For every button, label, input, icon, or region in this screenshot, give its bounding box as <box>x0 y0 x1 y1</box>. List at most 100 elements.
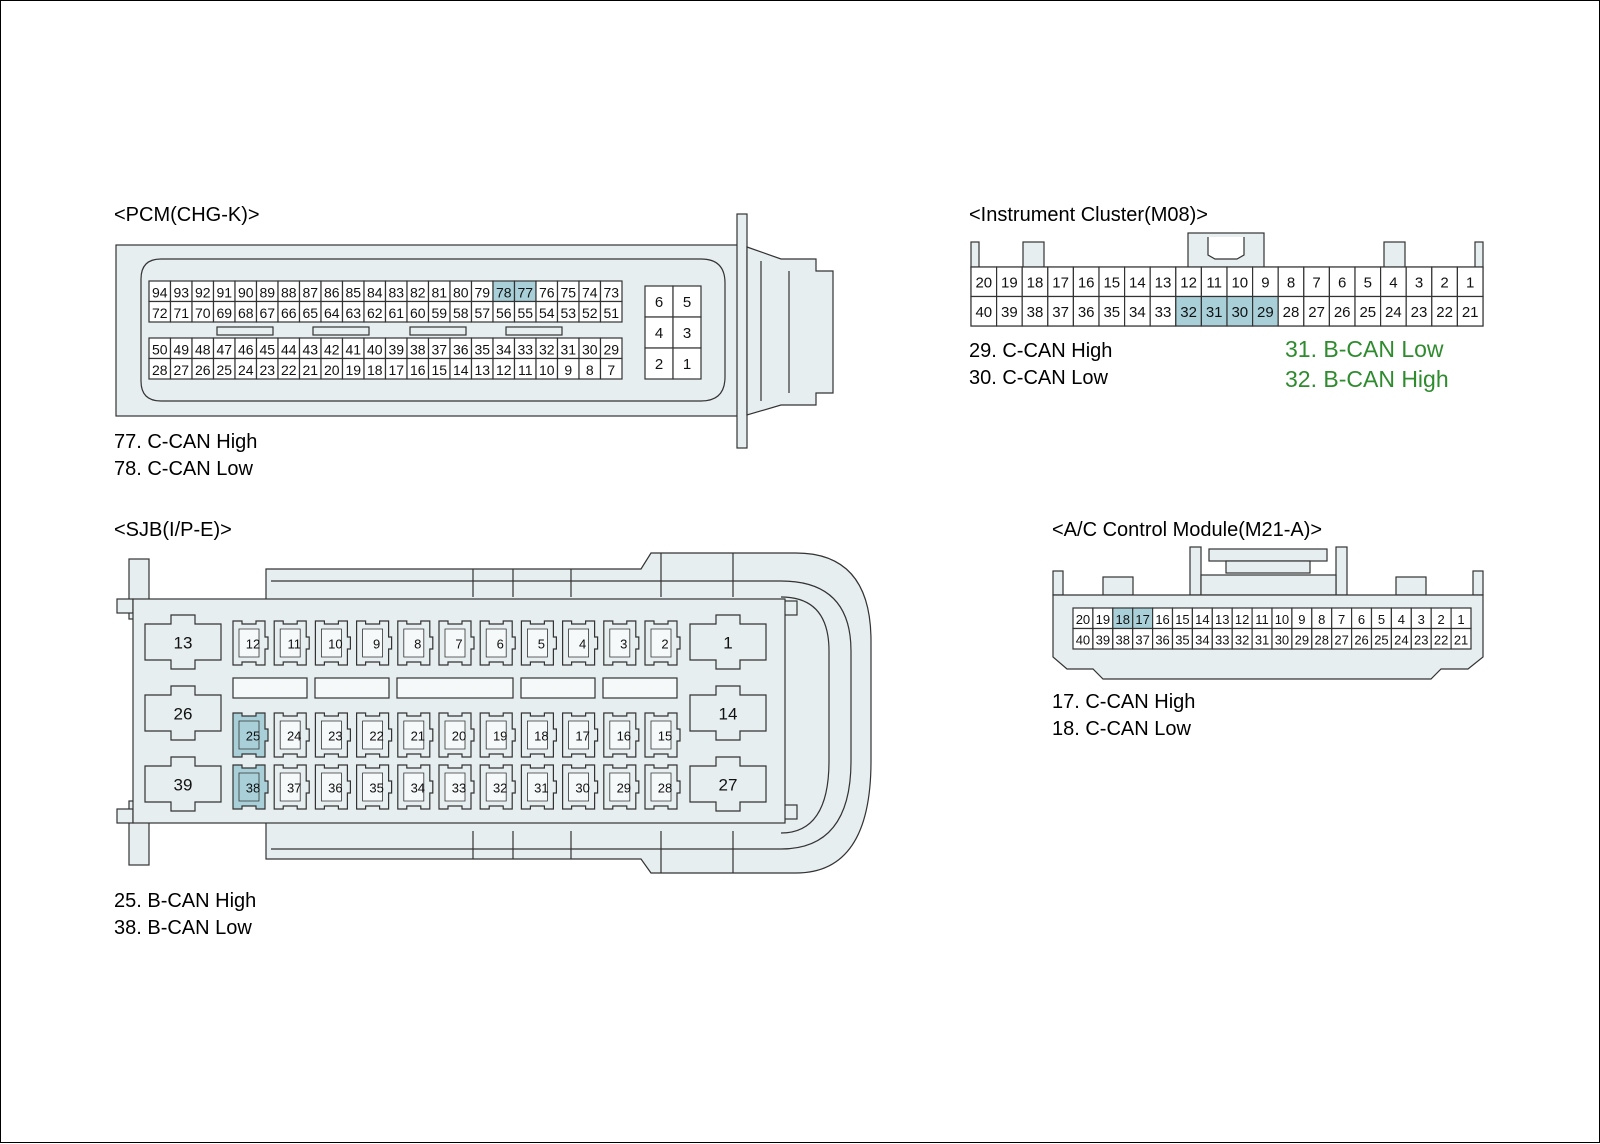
pcm-pin-label-26: 26 <box>195 362 211 378</box>
cluster-tab-center <box>1187 232 1265 269</box>
ac-pin-14 <box>1191 607 1213 630</box>
pcm-pin-label-60: 60 <box>410 305 426 321</box>
pcm-pin-label-89: 89 <box>259 284 275 300</box>
ac-pin-label-11: 11 <box>1255 612 1269 627</box>
cluster-pin-21 <box>1456 295 1484 327</box>
ac-pin-29 <box>1291 627 1313 650</box>
sjb-bar-3 <box>396 677 514 699</box>
ac-note-2: 18. C-CAN Low <box>1052 718 1191 740</box>
pcm-pin-label-33: 33 <box>517 341 533 357</box>
cluster-center-notch <box>1207 237 1245 260</box>
sjb-pin-socket-37 <box>279 772 301 802</box>
sjb-pin-label-3: 3 <box>620 637 627 652</box>
pcm-pin-1 <box>672 347 702 380</box>
ac-pin-label-10: 10 <box>1275 612 1289 627</box>
sjb-pin-18 <box>520 712 557 758</box>
pcm-pin-label-91: 91 <box>216 284 232 300</box>
sjb-pin-3 <box>603 620 640 666</box>
sjb-pin-socket-17 <box>568 720 589 750</box>
sjb-pin-17 <box>562 712 599 758</box>
sjb-pin-socket-36 <box>321 772 342 802</box>
sjb-pin-label-33: 33 <box>452 781 466 796</box>
cluster-pin-label-7: 7 <box>1312 274 1320 291</box>
pcm-pin-54 <box>535 300 559 323</box>
sjb-nub-right-bottom <box>780 804 798 820</box>
pcm-pin-29 <box>599 337 623 360</box>
pcm-pin-label-16: 16 <box>410 362 426 378</box>
ac-pin-34 <box>1191 627 1213 650</box>
cluster-pin-24 <box>1379 295 1407 327</box>
pcm-pin-55 <box>513 300 537 323</box>
pcm-pin-label-27: 27 <box>173 362 189 378</box>
cluster-tab-right <box>1474 241 1484 269</box>
pcm-pin-16 <box>406 357 430 380</box>
sjb-pin-label-30: 30 <box>575 781 589 796</box>
pcm-pin-label-44: 44 <box>281 341 297 357</box>
cluster-pin-35 <box>1098 295 1126 327</box>
pcm-pin-label-6: 6 <box>655 294 663 311</box>
pcm-pin-58 <box>449 300 473 323</box>
pcm-pin-label-42: 42 <box>324 341 340 357</box>
sjb-post-bottom <box>128 800 150 866</box>
pcm-pin-53 <box>556 300 580 323</box>
ac-pin-label-23: 23 <box>1414 632 1428 647</box>
pcm-pin-93 <box>169 280 193 303</box>
cluster-pin-label-34: 34 <box>1129 304 1146 321</box>
pcm-pin-label-45: 45 <box>259 341 275 357</box>
cluster-pin-label-36: 36 <box>1078 304 1095 321</box>
pcm-pin-42 <box>320 337 344 360</box>
cluster-note-3: 31. B-CAN Low <box>1285 336 1444 362</box>
sjb-pin-label-37: 37 <box>287 781 301 796</box>
pcm-pin-label-55: 55 <box>517 305 533 321</box>
sjb-pin-20 <box>438 712 475 758</box>
pcm-pin-49 <box>169 337 193 360</box>
cluster-pin-13 <box>1149 266 1177 298</box>
pcm-pin-label-46: 46 <box>238 341 254 357</box>
pcm-pin-68 <box>234 300 258 323</box>
sjb-pin-socket-29 <box>609 772 631 802</box>
sjb-pin-39-label: 39 <box>174 776 193 795</box>
pcm-latch <box>746 246 834 416</box>
sjb-pin-14 <box>689 685 767 741</box>
ac-pin-label-34: 34 <box>1195 632 1209 647</box>
pcm-pin-label-1: 1 <box>683 356 691 373</box>
sjb-pin-label-29: 29 <box>617 781 631 796</box>
pcm-pin-label-87: 87 <box>302 284 318 300</box>
cluster-pin-23 <box>1405 295 1433 327</box>
pcm-pin-label-56: 56 <box>496 305 512 321</box>
sjb-pin-1 <box>689 614 767 670</box>
pcm-pin-27 <box>169 357 193 380</box>
cluster-pin-label-12: 12 <box>1180 274 1197 291</box>
sjb-pin-26 <box>144 685 222 741</box>
sjb-pin-9 <box>356 620 393 666</box>
pcm-pin-label-30: 30 <box>582 341 598 357</box>
sjb-notes: 25. B-CAN High 38. B-CAN Low <box>114 888 256 942</box>
ac-pin-7 <box>1331 607 1353 630</box>
pcm-pin-label-39: 39 <box>388 341 404 357</box>
pcm-pin-label-85: 85 <box>345 284 361 300</box>
ac-pin-19 <box>1092 607 1114 630</box>
ac-pin-label-9: 9 <box>1298 612 1305 627</box>
cluster-pin-label-29: 29 <box>1257 304 1274 321</box>
ac-pin-38 <box>1112 627 1134 650</box>
pcm-pin-82 <box>406 280 430 303</box>
pcm-pin-34 <box>492 337 516 360</box>
pcm-pin-3 <box>672 316 702 349</box>
sjb-pin-socket-18 <box>527 720 548 750</box>
pcm-pin-4 <box>644 316 674 349</box>
pcm-inner-frame <box>140 258 726 402</box>
pcm-pin-19 <box>341 357 365 380</box>
pcm-pin-28 <box>148 357 172 380</box>
cluster-pin-label-22: 22 <box>1436 304 1453 321</box>
pcm-title: <PCM(CHG-K)> <box>114 204 260 226</box>
pcm-pin-label-73: 73 <box>603 284 619 300</box>
sjb-pin-socket-9 <box>362 628 383 658</box>
sjb-pin-socket-12 <box>238 628 260 658</box>
pcm-pin-label-94: 94 <box>152 284 168 300</box>
ac-pin-label-5: 5 <box>1378 612 1385 627</box>
pcm-pin-43 <box>298 337 322 360</box>
pcm-pin-label-32: 32 <box>539 341 555 357</box>
pcm-pin-63 <box>341 300 365 323</box>
